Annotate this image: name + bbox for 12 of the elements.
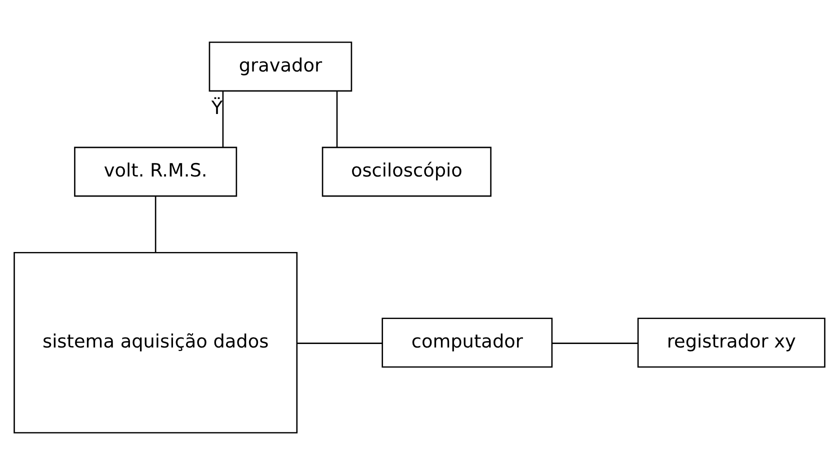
connector — [296, 342, 382, 344]
node-box: gravador — [208, 42, 352, 92]
node-box: osciloscópio — [321, 146, 491, 197]
connector — [154, 196, 156, 252]
edge-label: Ÿ — [210, 98, 222, 120]
connector — [336, 90, 338, 148]
connector — [222, 90, 224, 148]
node-box: computador — [381, 318, 552, 368]
node-box: registrador xy — [636, 318, 825, 368]
node-box: volt. R.M.S. — [74, 146, 237, 197]
connector — [552, 342, 638, 344]
node-box: sistema aquisição dados — [13, 252, 298, 434]
